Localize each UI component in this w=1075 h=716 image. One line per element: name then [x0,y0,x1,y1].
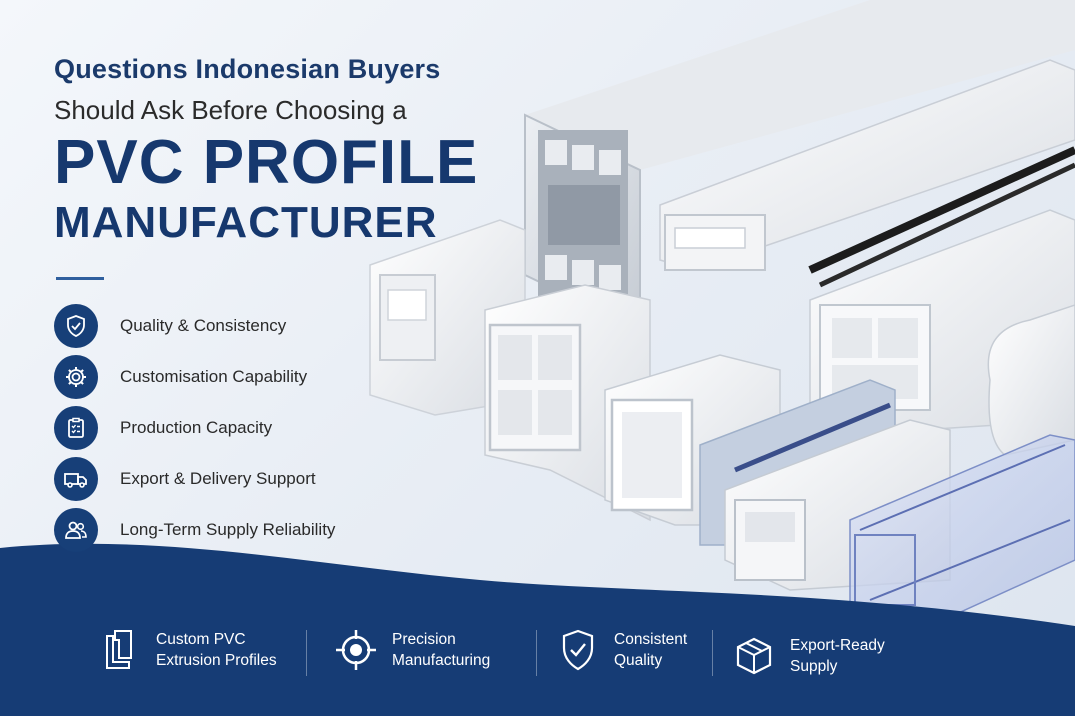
feature-item-quality: Quality & Consistency [54,300,474,351]
bottom-divider [712,630,713,676]
bottom-item-line-1: Consistent [614,631,688,648]
feature-item-customisation: Customisation Capability [54,351,474,402]
bottom-wave-band [0,543,1075,716]
bottom-item-line-2: Extrusion Profiles [156,652,277,669]
bottom-item-text: Precision Manufacturing [392,629,490,671]
feature-item-reliability: Long-Term Supply Reliability [54,504,474,555]
gear-icon [54,354,98,399]
bottom-item-line-2: Supply [790,658,838,675]
headline-line-1: Questions Indonesian Buyers [54,54,441,84]
bottom-item-text: Export-Ready Supply [790,635,885,677]
bottom-item-text: Custom PVC Extrusion Profiles [156,629,277,671]
bottom-item-line-1: Precision [392,631,456,648]
bottom-item-custom-extrusion: Custom PVC Extrusion Profiles [98,628,277,672]
feature-label: Export & Delivery Support [120,468,316,488]
bottom-item-line-1: Export-Ready [790,637,885,654]
bottom-divider [306,630,307,676]
shield-check-icon [556,628,600,672]
box-icon [732,634,776,678]
crosshair-target-icon [334,628,378,672]
headline: Questions Indonesian Buyers Should Ask B… [54,52,514,248]
pvc-profiles-illustration [369,0,1075,636]
bottom-item-line-2: Manufacturing [392,652,491,669]
feature-label: Customisation Capability [120,366,308,386]
bottom-item-line-2: Quality [614,652,663,669]
feature-label: Long-Term Supply Reliability [120,519,336,539]
bottom-item-line-1: Custom PVC [156,631,246,648]
feature-item-export: Export & Delivery Support [54,453,474,504]
feature-list: Quality & Consistency Customisation Capa… [54,300,474,555]
bottom-item-precision: Precision Manufacturing [334,628,490,672]
people-icon [54,507,98,552]
headline-line-3: PVC PROFILE [54,128,479,197]
bottom-item-text: Consistent Quality [614,629,687,671]
bottom-divider [536,630,537,676]
headline-line-4: MANUFACTURER [54,198,438,247]
headline-line-2: Should Ask Before Choosing a [54,95,407,125]
bottom-item-export-ready: Export-Ready Supply [732,634,885,678]
headline-divider [56,277,104,280]
delivery-truck-icon [54,456,98,501]
bottom-item-consistent-quality: Consistent Quality [556,628,687,672]
clipboard-checklist-icon [54,405,98,450]
feature-label: Production Capacity [120,417,273,437]
feature-label: Quality & Consistency [120,315,287,335]
shield-check-icon [54,303,98,348]
feature-item-capacity: Production Capacity [54,402,474,453]
extrusion-profile-icon [98,628,142,672]
